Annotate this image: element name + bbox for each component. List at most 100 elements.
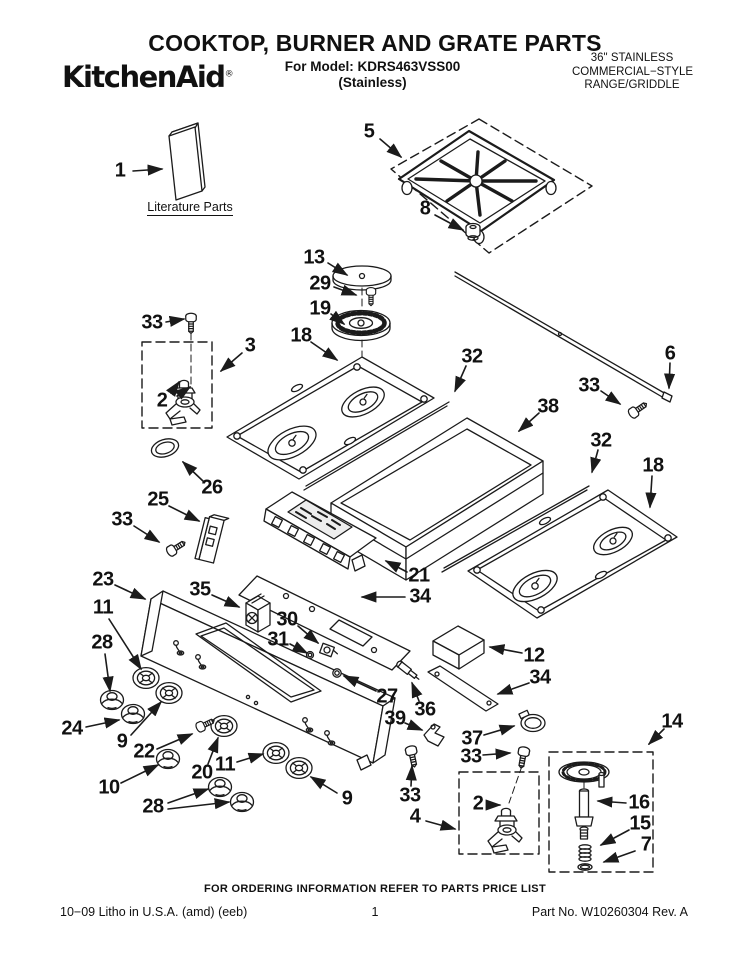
part-callout-22-29: 22 [133, 740, 155, 763]
part-callout-18-6: 18 [290, 324, 312, 347]
callout-arrow-4 [425, 819, 457, 831]
part-callout-14-45: 14 [661, 710, 683, 733]
callout-arrow-5 [379, 138, 403, 159]
callout-arrow-14 [647, 728, 665, 746]
part-callout-19-5: 19 [309, 297, 331, 320]
part-callout-36-36: 36 [414, 698, 436, 721]
part-callout-30-23: 30 [276, 608, 298, 631]
burner-knob-drawing [99, 689, 125, 711]
callout-arrow-32 [590, 449, 602, 474]
part-callout-2-44: 2 [472, 792, 484, 815]
burner-assembly-box-drawing [548, 751, 654, 873]
valve-kit-box-drawing [458, 771, 540, 855]
callout-arrow-26 [181, 460, 205, 483]
trim-rail-left-drawing [303, 401, 450, 491]
screw-icon [514, 745, 531, 770]
part-callout-39-37: 39 [384, 707, 406, 730]
part-callout-13-3: 13 [303, 246, 325, 269]
part-callout-20-31: 20 [191, 761, 213, 784]
ordering-note: FOR ORDERING INFORMATION REFER TO PARTS … [204, 883, 546, 895]
callout-arrow-39 [404, 719, 424, 731]
part-callout-28-33: 28 [142, 795, 164, 818]
callout-arrow-19 [329, 310, 346, 325]
part-callout-23-21: 23 [92, 568, 114, 591]
page-number: 1 [371, 905, 379, 919]
callout-arrow-1 [132, 164, 164, 176]
part-callout-9-34: 9 [341, 787, 353, 810]
part-callout-18-16: 18 [642, 454, 664, 477]
callout-arrow-25 [168, 505, 201, 522]
burner-cap-drawing [332, 265, 392, 291]
callout-arrow-18 [645, 475, 657, 509]
part-callout-21-17: 21 [408, 564, 430, 587]
part-callout-34-41: 34 [529, 666, 551, 689]
callout-arrow-18 [310, 341, 339, 361]
callout-arrow-22 [156, 733, 194, 750]
cooktop-panel-left-drawing [226, 356, 435, 480]
part-callout-3-8: 3 [244, 334, 256, 357]
litho-note: 10−09 Litho in U.S.A. (amd) (eeb) [60, 905, 248, 919]
callout-arrow-37 [483, 724, 516, 736]
clamp-ring-drawing [518, 709, 546, 733]
part-callout-37-38: 37 [461, 727, 483, 750]
spark-module-drawing [263, 491, 377, 572]
callout-arrow-21 [384, 560, 408, 573]
part-callout-15-47: 15 [629, 812, 651, 835]
model-number: For Model: KDRS463VSS00 [284, 59, 461, 74]
callout-arrow-2 [174, 386, 192, 400]
part-callout-26-10: 26 [201, 476, 223, 499]
screw-icon [626, 398, 651, 421]
griddle-drawing [330, 417, 544, 581]
seal-ring-drawing [150, 438, 180, 458]
part-callout-1-0: 1 [114, 159, 126, 182]
callout-arrow-13 [327, 262, 349, 276]
screw-icon [365, 287, 377, 307]
burner-knob-drawing [120, 703, 146, 725]
screw-icon [404, 744, 421, 769]
gas-valve-drawing [487, 807, 523, 854]
knob-bezel-drawing [285, 756, 313, 780]
support-bracket-drawing [432, 625, 485, 670]
part-callout-12-40: 12 [523, 644, 545, 667]
part-callout-33-7: 33 [141, 311, 163, 334]
cooktop-panel-right-drawing [467, 489, 678, 619]
callout-arrow-20 [207, 736, 219, 765]
callout-arrow-9 [130, 700, 163, 736]
gas-valve-drawing [165, 379, 201, 426]
part-callout-35-22: 35 [189, 578, 211, 601]
callout-arrow-33 [165, 315, 186, 327]
knob-bezel-drawing [155, 681, 183, 705]
part-callout-16-46: 16 [628, 791, 650, 814]
callout-arrow-11 [108, 618, 142, 671]
literature-parts-text: Literature Parts [147, 200, 233, 216]
part-callout-8-2: 8 [419, 197, 431, 220]
literature-book-drawing [168, 122, 206, 201]
part-callout-27-35: 27 [376, 685, 398, 708]
callout-arrow-8 [434, 214, 465, 231]
part-callout-11-32: 11 [214, 753, 236, 776]
callout-arrow-28 [167, 788, 210, 804]
callout-arrow-32 [454, 365, 467, 393]
control-panel-drawing [140, 590, 396, 771]
callout-arrow-6 [663, 362, 676, 390]
part-callout-33-20: 33 [111, 508, 133, 531]
callout-arrow-33 [600, 390, 622, 405]
part-number-note: Part No. W10260304 Rev. A [531, 905, 688, 919]
callout-arrow-33 [482, 748, 512, 760]
callout-arrow-30 [297, 625, 320, 645]
callout-arrow-9 [309, 776, 338, 794]
part-callout-28-26: 28 [91, 631, 113, 654]
callout-arrow-38 [517, 412, 540, 433]
part-callout-11-25: 11 [92, 596, 114, 619]
callout-arrow-35 [211, 594, 241, 608]
burner-knob-drawing [155, 748, 181, 770]
retainer-clip-drawing [423, 723, 445, 747]
callout-arrows-layer [85, 138, 676, 863]
callout-arrow-36 [411, 681, 423, 702]
part-callout-2-9: 2 [156, 389, 168, 412]
part-callout-38-12: 38 [537, 395, 559, 418]
part-callout-25-19: 25 [147, 488, 169, 511]
part-callout-34-18: 34 [409, 585, 431, 608]
rear-trim-rail-drawing [454, 271, 673, 403]
